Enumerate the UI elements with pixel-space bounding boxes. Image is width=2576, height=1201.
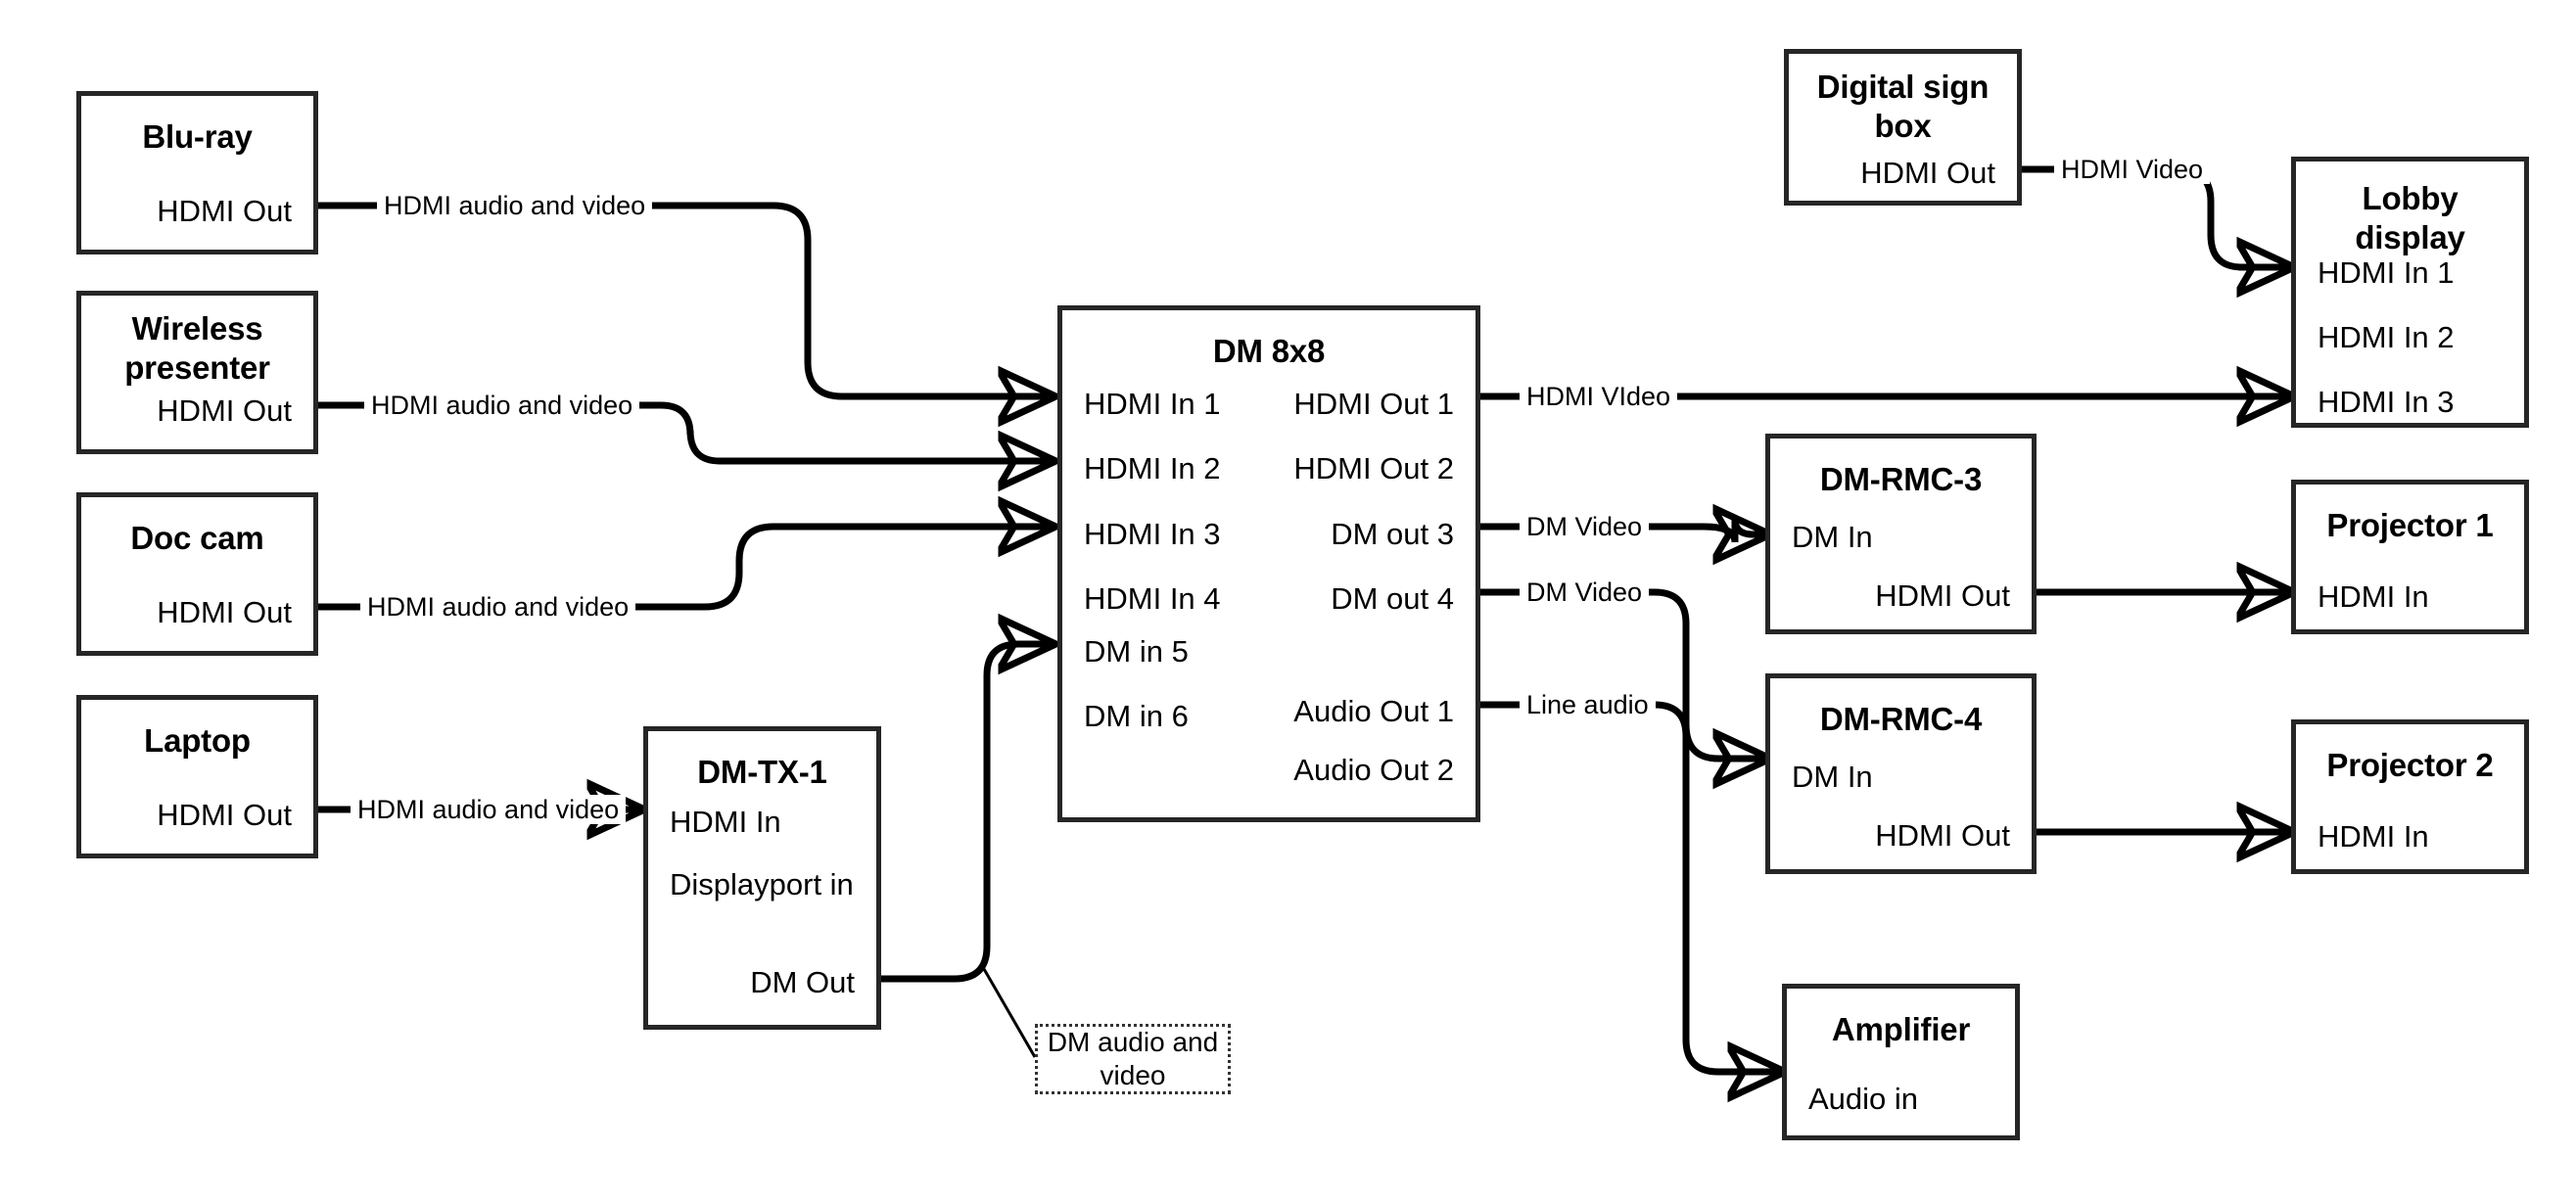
node-dm-8x8-output-hdmi-out-1: HDMI Out 1 — [1293, 387, 1454, 421]
node-dm-8x8-input-hdmi-in-1: HDMI In 1 — [1084, 387, 1221, 421]
edge-label-signbox-to-lobby: HDMI Video — [2054, 155, 2211, 184]
node-dm-rmc-3-title: DM-RMC-3 — [1819, 461, 1983, 497]
node-projector-2-title: Projector 2 — [2326, 747, 2494, 783]
edge-label-wireless-to-in2: HDMI audio and video — [364, 391, 640, 420]
node-wireless-presenter-title-line1: Wireless — [131, 310, 263, 346]
edge-label-laptop-to-dmtx1: HDMI audio and video — [351, 795, 627, 824]
node-projector-1[interactable]: Projector 1 HDMI In — [2291, 480, 2529, 634]
node-projector-2[interactable]: Projector 2 HDMI In — [2291, 719, 2529, 874]
node-dm-tx-1-port-dm-out: DM Out — [750, 965, 855, 999]
node-lobby-display-title-line1: Lobby — [2362, 180, 2459, 216]
node-projector-2-port-hdmi-in: HDMI In — [2318, 819, 2429, 854]
node-dm-tx-1-title: DM-TX-1 — [697, 754, 827, 790]
node-digital-sign-box[interactable]: Digital sign box HDMI Out — [1784, 49, 2022, 206]
node-dm-rmc-4[interactable]: DM-RMC-4 DM In HDMI Out — [1765, 673, 2037, 874]
node-doc-cam-port-hdmi-out: HDMI Out — [157, 595, 292, 629]
node-bluray-title: Blu-ray — [142, 118, 253, 155]
node-lobby-display[interactable]: Lobby display HDMI In 1 HDMI In 2 HDMI I… — [2291, 157, 2529, 428]
edge-label-dmout3-to-rmc3: DM Video — [1520, 512, 1650, 541]
node-projector-1-port-hdmi-in: HDMI In — [2318, 579, 2429, 614]
node-amplifier[interactable]: Amplifier Audio in — [1782, 984, 2020, 1140]
node-dm-8x8-input-hdmi-in-4: HDMI In 4 — [1084, 581, 1221, 616]
node-wireless-presenter[interactable]: Wireless presenter HDMI Out — [76, 291, 318, 454]
node-doc-cam-title: Doc cam — [130, 520, 264, 556]
node-dm-tx-1-port-hdmi-in: HDMI In — [670, 805, 781, 839]
edge-label-audioout1-to-amp: Line audio — [1520, 690, 1656, 719]
node-digital-sign-box-title-line2: box — [1874, 108, 1932, 144]
node-lobby-display-title-line2: display — [2355, 219, 2465, 255]
node-dm-8x8[interactable]: DM 8x8 HDMI In 1 HDMI In 2 HDMI In 3 HDM… — [1057, 305, 1480, 822]
node-dm-rmc-4-title: DM-RMC-4 — [1819, 701, 1983, 737]
edge-label-dmout4-to-rmc4: DM Video — [1520, 577, 1650, 607]
node-dm-8x8-output-audio-out-2: Audio Out 2 — [1293, 753, 1454, 787]
node-dm-rmc-4-port-hdmi-out: HDMI Out — [1875, 818, 2010, 853]
node-dm-tx-1-port-displayport-in: Displayport in — [670, 867, 854, 901]
node-amplifier-port-audio-in: Audio in — [1808, 1082, 1919, 1116]
edge-label-hdmiout1-to-lobby: HDMI VIdeo — [1520, 382, 1678, 411]
wire-signbox-to-lobby-hdmi-in-1 — [2022, 165, 2286, 267]
node-dm-8x8-input-hdmi-in-2: HDMI In 2 — [1084, 451, 1221, 485]
node-doc-cam[interactable]: Doc cam HDMI Out — [76, 492, 318, 656]
node-dm-rmc-3[interactable]: DM-RMC-3 DM In HDMI Out — [1765, 434, 2037, 634]
node-dm-8x8-output-hdmi-out-2: HDMI Out 2 — [1293, 451, 1454, 485]
node-dm-rmc-3-port-hdmi-out: HDMI Out — [1875, 578, 2010, 613]
node-dm-8x8-output-dm-out-3: DM out 3 — [1331, 517, 1454, 551]
node-dm-tx-1[interactable]: DM-TX-1 HDMI In Displayport in DM Out — [643, 726, 881, 1030]
node-projector-1-title: Projector 1 — [2326, 507, 2494, 543]
node-dm-8x8-input-dm-in-5: DM in 5 — [1084, 634, 1189, 669]
node-bluray-port-hdmi-out: HDMI Out — [157, 194, 292, 228]
wire-audio-out-1-to-amplifier — [1480, 701, 1777, 1072]
node-lobby-display-port-hdmi-in-1: HDMI In 1 — [2318, 255, 2455, 290]
node-bluray[interactable]: Blu-ray HDMI Out — [76, 91, 318, 254]
node-dm-rmc-3-port-dm-in: DM In — [1792, 520, 1873, 554]
node-digital-sign-box-port-hdmi-out: HDMI Out — [1860, 156, 1995, 190]
node-wireless-presenter-title-line2: presenter — [124, 349, 270, 386]
edge-label-doccam-to-in3: HDMI audio and video — [360, 592, 636, 622]
node-wireless-presenter-port-hdmi-out: HDMI Out — [157, 393, 292, 428]
wire-bluray-to-hdmi-in-1 — [318, 202, 1048, 396]
node-lobby-display-port-hdmi-in-3: HDMI In 3 — [2318, 385, 2455, 419]
edge-label-bluray-to-in1: HDMI audio and video — [377, 191, 653, 220]
node-dm-8x8-input-dm-in-6: DM in 6 — [1084, 699, 1189, 733]
callout-dm-audio-and-video-text: DM audio and video — [1047, 1027, 1219, 1090]
node-laptop-port-hdmi-out: HDMI Out — [157, 798, 292, 832]
leader-line-dm-audio-video — [982, 968, 1037, 1058]
node-dm-8x8-output-audio-out-1: Audio Out 1 — [1293, 694, 1454, 728]
node-lobby-display-port-hdmi-in-2: HDMI In 2 — [2318, 320, 2455, 354]
node-dm-rmc-4-port-dm-in: DM In — [1792, 760, 1873, 794]
node-dm-8x8-output-dm-out-4: DM out 4 — [1331, 581, 1454, 616]
node-digital-sign-box-title-line1: Digital sign — [1816, 69, 1990, 105]
node-amplifier-title: Amplifier — [1831, 1011, 1971, 1047]
node-laptop[interactable]: Laptop HDMI Out — [76, 695, 318, 858]
callout-dm-audio-and-video: DM audio and video — [1035, 1024, 1231, 1094]
node-dm-8x8-input-hdmi-in-3: HDMI In 3 — [1084, 517, 1221, 551]
node-dm-8x8-title: DM 8x8 — [1212, 333, 1326, 369]
node-laptop-title: Laptop — [144, 722, 251, 759]
wire-dmtx1-to-dm-in-5 — [881, 644, 1048, 983]
wire-dm-out-4-to-rmc4 — [1480, 588, 1762, 759]
